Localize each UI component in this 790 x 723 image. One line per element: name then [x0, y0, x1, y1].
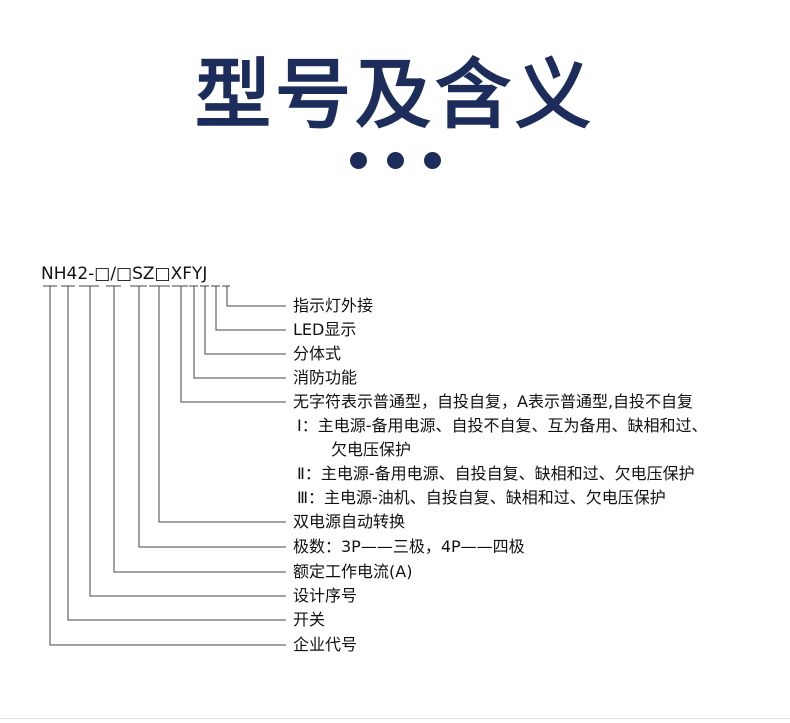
leader-line — [204, 286, 286, 355]
bottom-divider — [0, 718, 790, 719]
model-code: NH42-□/□SZ□XFYJ — [41, 264, 208, 284]
desc-type-iii: Ⅲ：主电源-油机、自投自复、缺相和过、欠电压保护 — [297, 488, 666, 507]
desc-indicator-light: 指示灯外接 — [293, 296, 374, 315]
desc-dual-power: 双电源自动转换 — [293, 512, 406, 531]
leader-line — [180, 286, 286, 403]
desc-type-ii: Ⅱ：主电源-备用电源、自投自复、缺相和过、欠电压保护 — [297, 464, 695, 483]
leader-line — [226, 286, 286, 307]
leader-line — [215, 286, 286, 331]
desc-type-i: Ⅰ：主电源-备用电源、自投不自复、互为备用、缺相和过、 — [297, 416, 708, 435]
leader-line — [113, 286, 286, 573]
desc-rated-current: 额定工作电流(A) — [293, 562, 413, 581]
leader-line — [138, 286, 286, 548]
leader-line — [67, 286, 286, 621]
desc-company-code: 企业代号 — [293, 635, 358, 654]
desc-switch: 开关 — [293, 610, 326, 629]
leader-line — [49, 286, 286, 646]
desc-type-i-cont: 欠电压保护 — [331, 440, 412, 459]
desc-poles: 极数：3P——三极，4P——四极 — [293, 537, 525, 556]
desc-type-code: 无字符表示普通型，自投自复，A表示普通型,自投不自复 — [293, 392, 694, 411]
leader-line — [193, 286, 286, 379]
leader-line — [158, 286, 286, 523]
dot-icon — [423, 152, 441, 169]
desc-design-number: 设计序号 — [293, 586, 358, 605]
page-title: 型号及含义 — [195, 50, 595, 139]
dot-icon — [349, 152, 367, 169]
desc-fire-function: 消防功能 — [293, 368, 358, 387]
desc-split-type: 分体式 — [293, 344, 342, 363]
decorative-dots — [0, 152, 790, 169]
dot-icon — [386, 152, 404, 169]
leader-line — [89, 286, 286, 597]
desc-led-display: LED显示 — [293, 320, 357, 339]
